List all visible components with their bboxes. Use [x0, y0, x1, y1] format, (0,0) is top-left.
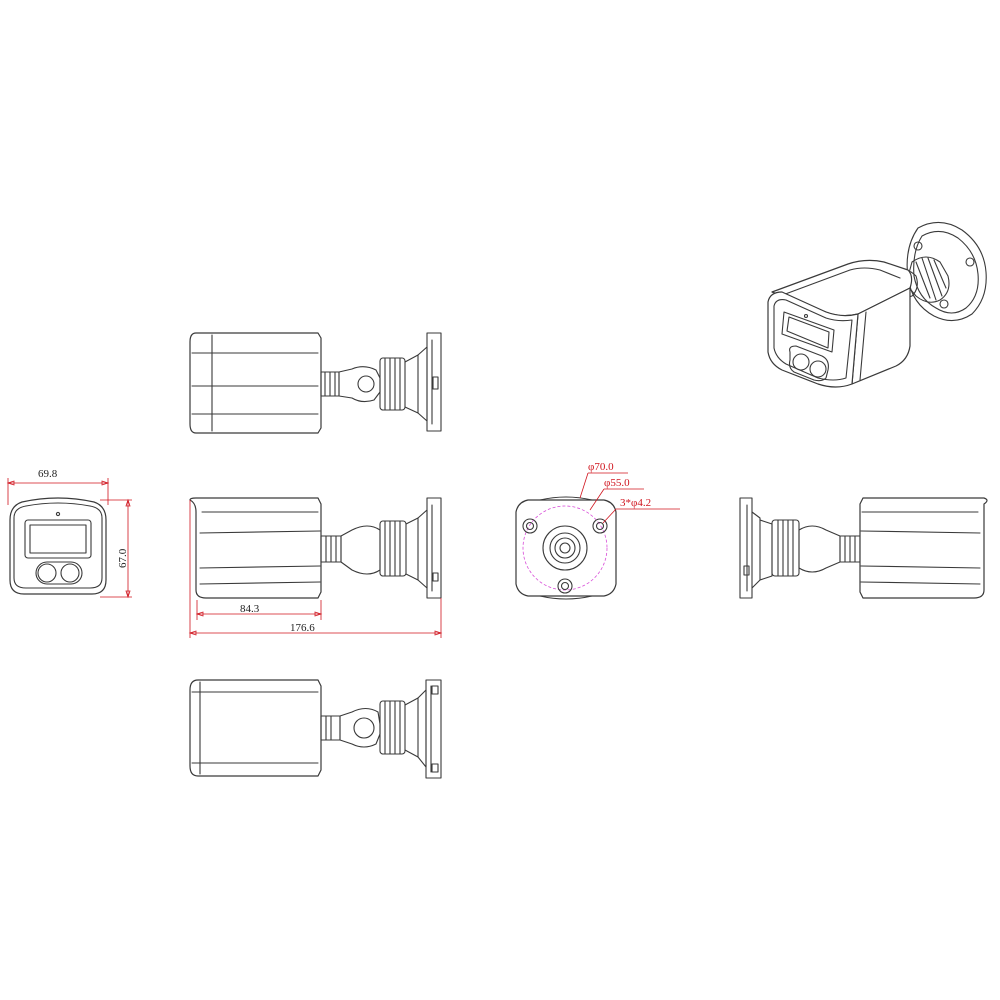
mount-outer-diameter-label: φ70.0 [588, 461, 614, 473]
front-height-label: 67.0 [117, 548, 129, 568]
bottom-view [189, 679, 442, 779]
top-view [189, 332, 442, 434]
mount-hole-circle-label: φ55.0 [604, 477, 630, 489]
front-width-label: 69.8 [38, 468, 58, 480]
front-view [6, 478, 132, 599]
side-view [188, 497, 443, 638]
housing-length-label: 84.3 [240, 603, 260, 615]
total-length-label: 176.6 [290, 622, 315, 634]
right-side-view [739, 497, 988, 599]
mount-holes-label: 3*φ4.2 [620, 497, 651, 509]
rear-view [515, 472, 680, 600]
isometric-view [767, 221, 987, 388]
